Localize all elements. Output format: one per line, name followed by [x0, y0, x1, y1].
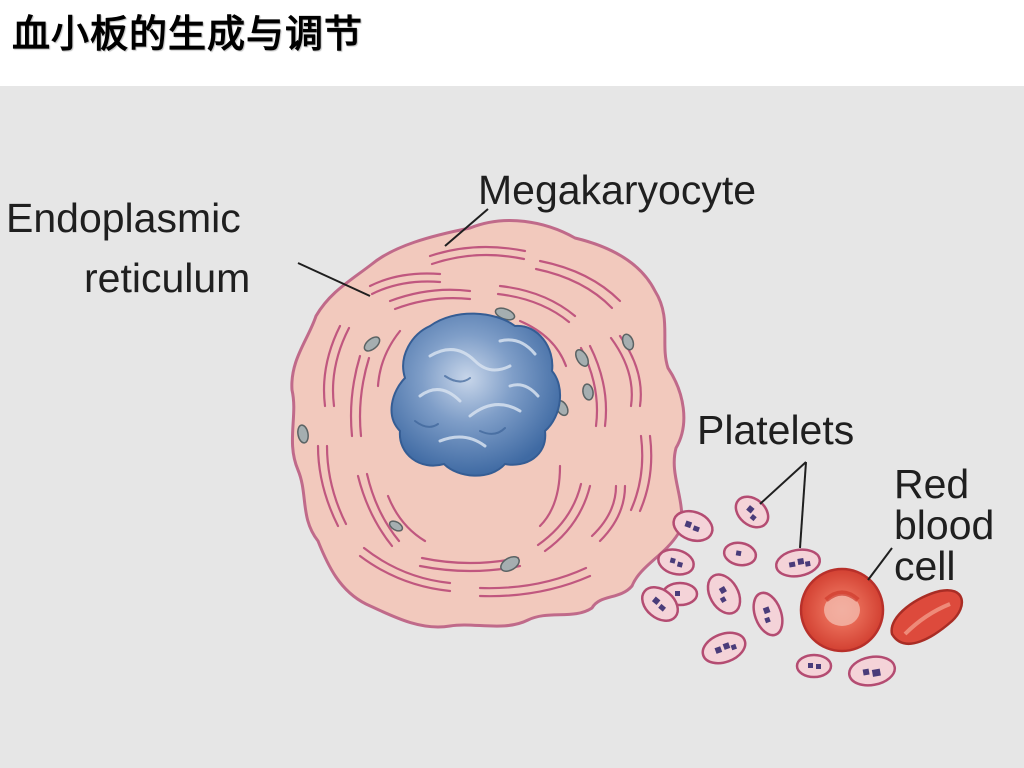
megakaryocyte-nucleus — [390, 312, 562, 477]
platelet — [722, 541, 758, 567]
endoplasmic-reticulum — [316, 245, 653, 598]
platelet — [672, 509, 714, 543]
leader-lines — [297, 208, 893, 581]
platelet-formation-diagram: Megakaryocyte Endoplasmic reticulum Plat… — [6, 167, 994, 687]
slide-title: 血小板的生成与调节 — [12, 11, 364, 56]
label-red-blood-cell-line1: Red — [894, 461, 969, 507]
platelet — [734, 495, 770, 529]
label-endoplasmic-reticulum-line1: Endoplasmic — [6, 195, 241, 241]
figure-panel: Megakaryocyte Endoplasmic reticulum Plat… — [0, 86, 1024, 768]
mitochondria — [297, 307, 635, 572]
red-blood-cell-side — [890, 588, 964, 645]
platelet — [847, 655, 897, 687]
red-blood-cell-front — [799, 567, 885, 653]
platelet — [657, 548, 695, 576]
platelet — [706, 573, 742, 615]
label-platelets: Platelets — [697, 407, 854, 453]
platelets — [640, 495, 897, 687]
label-red-blood-cell-line3: cell — [894, 543, 956, 589]
platelet — [795, 653, 833, 679]
label-megakaryocyte: Megakaryocyte — [478, 167, 756, 213]
platelet — [774, 548, 822, 578]
label-endoplasmic-reticulum-line2: reticulum — [84, 255, 250, 301]
platelet — [752, 591, 784, 637]
platelet — [640, 586, 680, 622]
label-red-blood-cell-line2: blood — [894, 502, 994, 548]
platelet — [701, 631, 747, 665]
